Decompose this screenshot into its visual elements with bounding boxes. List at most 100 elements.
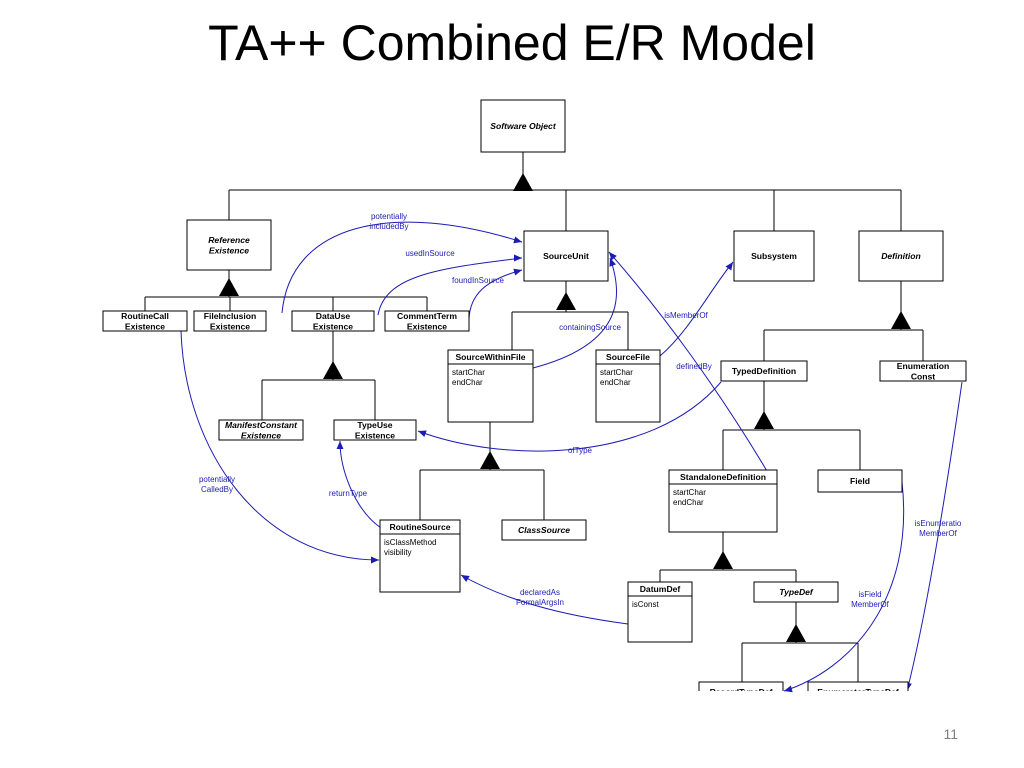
entity-definition: Definition [858, 230, 944, 282]
association-label: includedBy [369, 222, 408, 231]
entity-label: StandaloneDefinition [680, 472, 766, 482]
page-number: 11 [943, 726, 958, 742]
arrowhead [513, 236, 522, 244]
entity-attribute: endChar [452, 378, 483, 387]
arrowhead [609, 258, 617, 267]
association-return-type [339, 440, 382, 529]
generalization-triangle [513, 173, 533, 191]
entity-class-source: ClassSource [501, 519, 587, 541]
entity-label: EnumeratorTypeDef [817, 687, 899, 697]
entity-record-type-def: RecordTypeDef [698, 681, 784, 697]
entity-label: ClassSource [518, 525, 570, 535]
entity-label: TypeDef [779, 587, 814, 597]
generalization-triangle [786, 624, 806, 642]
entity-label: Existence [313, 321, 353, 331]
entity-label: SourceUnit [543, 251, 589, 261]
association-of-type [417, 381, 722, 452]
entity-field: Field [817, 469, 903, 493]
entity-label: Existence [407, 321, 447, 331]
generalization-triangle [480, 451, 500, 469]
association-label: CalledBy [201, 485, 233, 494]
entity-label: Enumeration [897, 361, 950, 371]
entity-label: RecordTypeDef [710, 687, 773, 697]
association-label: isField [858, 590, 881, 599]
entity-typed-definition: TypedDefinition [720, 360, 808, 382]
entity-attribute: startChar [600, 368, 633, 377]
association-label: containingSource [559, 323, 621, 332]
entity-label: FileInclusion [204, 311, 257, 321]
generalization-triangle [891, 311, 911, 329]
association-potentially-included-by [281, 221, 523, 314]
association-label: definedBy [676, 362, 712, 371]
entity-label: Subsystem [751, 251, 797, 261]
generalization-triangle [323, 361, 343, 379]
generalization-triangle [713, 551, 733, 569]
association-lines [180, 221, 963, 693]
entity-enumerator-type-def: EnumeratorTypeDef [807, 681, 909, 697]
entity-label: Existence [210, 321, 250, 331]
entity-label: Field [850, 476, 870, 486]
entity-boxes: Software ObjectReferenceExistenceSourceU… [102, 99, 967, 697]
arrowhead [513, 268, 522, 276]
association-declared-as-formal-args-in [460, 574, 629, 625]
association-containing-source [532, 257, 618, 369]
arrowhead [784, 685, 793, 693]
arrowhead [461, 575, 470, 583]
association-defined-by [608, 251, 778, 489]
association-label: isEnumeratio [915, 519, 962, 528]
entity-label: Software Object [490, 121, 557, 131]
entity-label: DatumDef [640, 584, 681, 594]
association-label: ofType [568, 446, 593, 455]
entity-label: Existence [209, 245, 249, 255]
entity-label: TypeUse [357, 420, 392, 430]
arrowhead [514, 254, 522, 262]
entity-software-object: Software Object [480, 99, 566, 153]
entity-source-unit: SourceUnit [523, 230, 609, 282]
association-is-member-of [659, 261, 734, 357]
entity-label: ManifestConstant [225, 420, 298, 430]
arrowhead [371, 556, 379, 564]
association-used-in-source [377, 257, 523, 316]
association-found-in-source [468, 269, 523, 320]
association-label: returnType [329, 489, 368, 498]
association-label: foundInSource [452, 276, 505, 285]
entity-attribute: isConst [632, 600, 659, 609]
association-label: isMemberOf [664, 311, 708, 320]
inheritance-lines [144, 152, 924, 682]
entity-attribute: isClassMethod [384, 538, 436, 547]
association-is-field-member-of [783, 481, 905, 692]
entity-label: Reference [208, 235, 250, 245]
entity-label: SourceWithinFile [455, 352, 525, 362]
arrowhead [418, 430, 427, 438]
entity-label: Existence [355, 430, 395, 440]
association-label: potentially [371, 212, 407, 221]
generalization-triangle [219, 278, 239, 296]
association-label: usedInSource [405, 249, 455, 258]
entity-label: TypedDefinition [732, 366, 796, 376]
entity-attribute: startChar [673, 488, 706, 497]
entity-datum-def: DatumDef isConst [627, 581, 693, 643]
arrowhead [725, 262, 733, 271]
entity-label: DataUse [316, 311, 351, 321]
entity-attribute: visibility [384, 548, 412, 557]
generalization-triangle [754, 411, 774, 429]
entity-label: Definition [881, 251, 921, 261]
entity-label: RoutineSource [389, 522, 450, 532]
entity-type-def: TypeDef [753, 581, 839, 603]
association-label: FormalArgsIn [516, 598, 564, 607]
entity-attribute: endChar [600, 378, 631, 387]
association-label: MemberOf [851, 600, 890, 609]
